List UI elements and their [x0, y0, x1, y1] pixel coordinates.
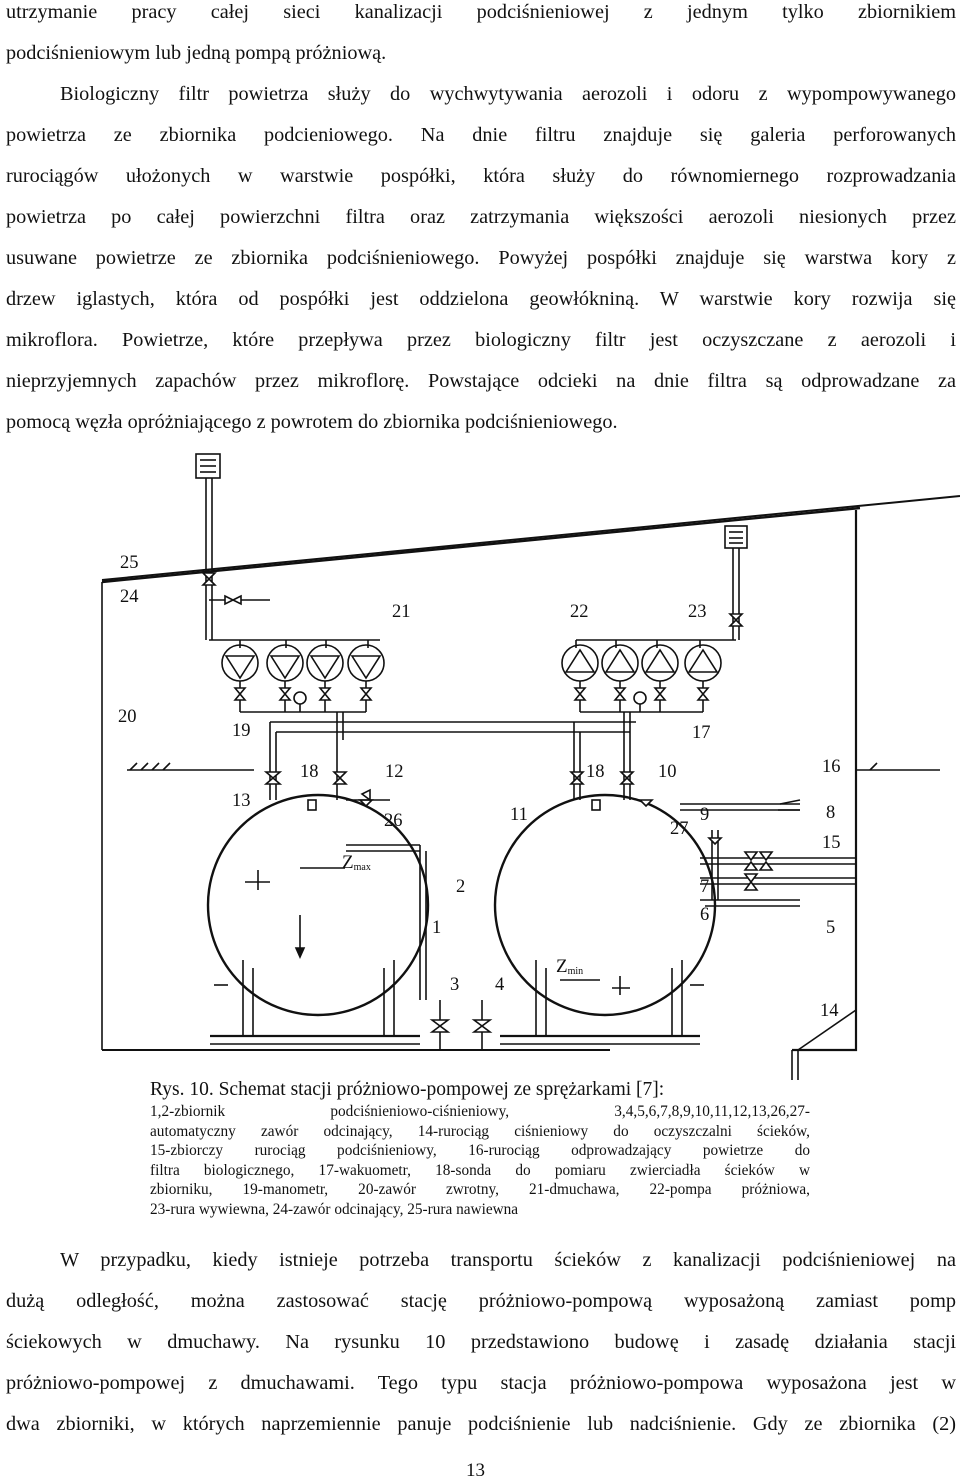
paragraph-bottom: W przypadku, kiedy istnieje potrzeba tra… [6, 1240, 956, 1445]
paragraph-top: utrzymanie pracy całej sieci kanalizacji… [6, 0, 956, 443]
text-line: usuwane powietrze ze zbiornika podciśnie… [6, 247, 956, 269]
caption-line: automatyczny zawór odcinający, 14-ruroci… [150, 1122, 810, 1140]
text-line: utrzymanie pracy całej sieci kanalizacji… [6, 1, 956, 23]
manifold-pipes [263, 712, 636, 800]
figure-labels: 25 24 21 22 23 20 19 17 18 12 18 10 16 1… [118, 553, 841, 1021]
figure-caption: Rys. 10. Schemat stacji próżniowo-pompow… [150, 1078, 810, 1219]
text-line: nieprzyjemnych zapachów przez mikroflorę… [6, 370, 956, 392]
label-18a: 18 [300, 762, 319, 782]
label-13: 13 [232, 791, 251, 811]
label-26: 26 [384, 811, 403, 831]
caption-line: 15-zbiorczy rurociąg podciśnieniowy, 16-… [150, 1142, 810, 1159]
text-line: rurociągów ułożonych w warstwie pospółki… [6, 165, 956, 187]
connecting-pipes [419, 799, 857, 1080]
text-line: dwa zbiorniki, w których naprzemiennie p… [6, 1413, 956, 1435]
text-line: podciśnieniowym lub jedną pompą próżniow… [6, 42, 387, 64]
label-11: 11 [510, 805, 528, 825]
text-line: próżniowo-pompowej z dmuchawami. Tego ty… [6, 1372, 956, 1394]
label-15: 15 [822, 833, 841, 853]
label-zmin: Zmin [556, 956, 583, 977]
station-schematic-figure: 25 24 21 22 23 20 19 17 18 12 18 10 16 1… [100, 444, 960, 1084]
vacuum-pumps-group [561, 640, 722, 713]
label-12: 12 [385, 762, 404, 782]
label-21: 21 [392, 602, 411, 622]
label-9: 9 [700, 805, 709, 825]
caption-line: filtra biologicznego, 17-wakuometr, 18-s… [150, 1161, 810, 1179]
label-19: 19 [232, 721, 251, 741]
label-8: 8 [826, 803, 835, 823]
label-14: 14 [820, 1001, 839, 1021]
label-4: 4 [495, 975, 504, 995]
label-16: 16 [822, 757, 841, 777]
blowers-group [221, 640, 385, 713]
tank-2 [493, 793, 800, 1045]
caption-line: zbiorniku, 19-manometr, 20-zawór zwrotny… [150, 1181, 810, 1198]
text-line: powietrza ze zbiornika podcieniowego. Na… [6, 124, 956, 146]
building-outline [101, 495, 960, 1052]
label-27: 27 [670, 819, 689, 839]
intake-pipe [195, 453, 380, 641]
label-23: 23 [688, 602, 707, 622]
label-17: 17 [692, 723, 711, 743]
exhaust-pipe [576, 525, 748, 641]
label-7: 7 [700, 877, 709, 897]
text-line: powietrza po całej powierzchni filtra or… [6, 206, 956, 228]
label-1: 1 [432, 918, 441, 938]
text-line: mikroflora. Powietrze, które przepływa p… [6, 329, 956, 351]
label-zmax: Zmax [342, 852, 371, 873]
text-line: Biologiczny filtr powietrza służy do wyc… [60, 83, 956, 105]
label-3: 3 [450, 975, 459, 995]
label-24: 24 [120, 587, 139, 607]
tank-1 [206, 788, 430, 1045]
ground-line [127, 762, 940, 771]
text-line: W przypadku, kiedy istnieje potrzeba tra… [60, 1249, 956, 1271]
label-22: 22 [570, 602, 589, 622]
text-line: drzew iglastych, która od pospółki jest … [6, 288, 956, 310]
label-5: 5 [826, 918, 835, 938]
label-6: 6 [700, 905, 709, 925]
text-line: dużą odległość, można zastosować stację … [6, 1290, 956, 1312]
label-10: 10 [658, 762, 677, 782]
label-25: 25 [120, 553, 139, 573]
text-line: ściekowych w dmuchawy. Na rysunku 10 prz… [6, 1331, 956, 1353]
caption-line: 23-rura wywiewna, 24-zawór odcinający, 2… [150, 1200, 519, 1218]
page-number: 13 [466, 1460, 485, 1481]
label-18b: 18 [586, 762, 605, 782]
caption-line: 1,2-zbiornik podciśnieniowo-ciśnieniowy,… [150, 1103, 810, 1120]
label-2: 2 [456, 877, 465, 897]
caption-title: Rys. 10. Schemat stacji próżniowo-pompow… [150, 1079, 665, 1100]
text-line: pomocą węzła opróżniającego z powrotem d… [6, 411, 618, 433]
label-20: 20 [118, 707, 137, 727]
